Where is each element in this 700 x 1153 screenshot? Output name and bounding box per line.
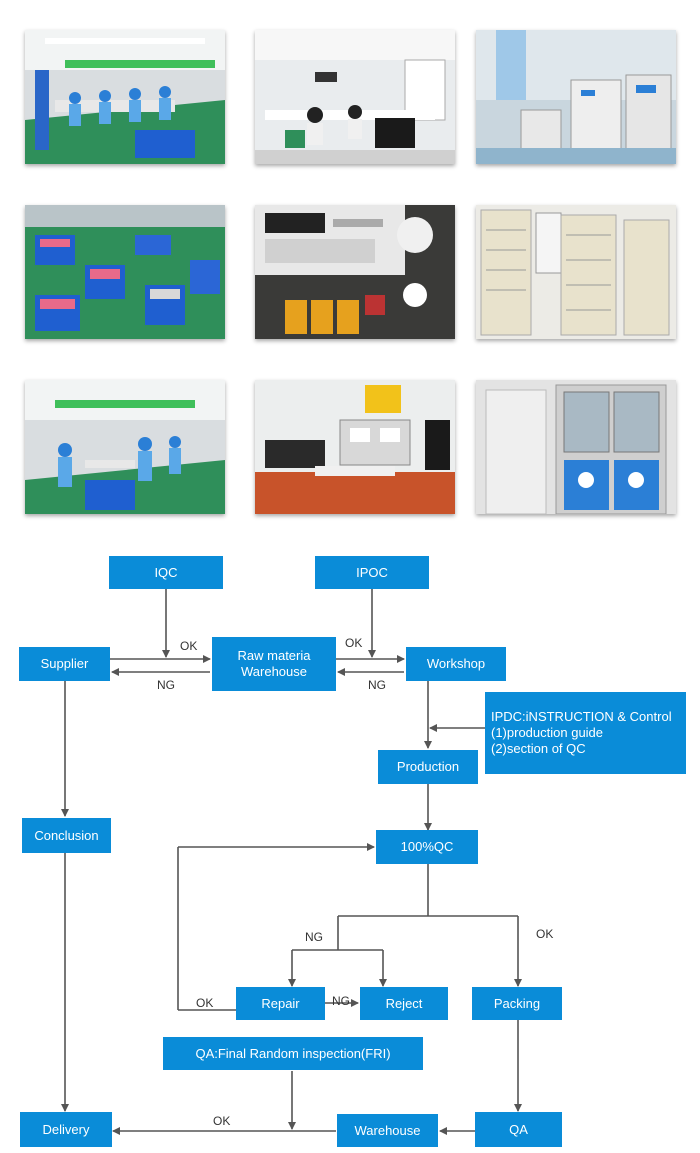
flow-connectors [61, 589, 522, 1135]
iqc-box: IQC [109, 556, 223, 589]
supplier-box: Supplier [19, 647, 110, 681]
qc100-box: 100%QC [376, 830, 478, 864]
quality-flowchart: IQC IPOC Supplier Raw materia Warehouse … [0, 540, 700, 1153]
packing-box: Packing [472, 987, 562, 1020]
photo-aging-racks [476, 205, 676, 339]
ok-label-repair: OK [196, 996, 214, 1010]
production-box: Production [378, 750, 478, 784]
raw-material-line1: Raw materia [237, 648, 311, 663]
qa-box: QA [475, 1112, 562, 1147]
photo-air-shower [476, 380, 676, 514]
ok-label-workshop: OK [345, 636, 363, 650]
reject-box: Reject [360, 987, 448, 1020]
workshop-box: Workshop [406, 647, 506, 681]
photo-lab-bench [255, 380, 455, 514]
conclusion-box: Conclusion [22, 818, 111, 853]
ng-label-workshop: NG [368, 678, 386, 692]
ipdc-box: IPDC:iNSTRUCTION & Control (1)production… [485, 692, 686, 774]
qa-fri-box: QA:Final Random inspection(FRI) [163, 1037, 423, 1070]
photo-battery-tester [255, 205, 455, 339]
ipoc-box: IPOC [315, 556, 429, 589]
photo-test-chambers [476, 30, 676, 164]
raw-material-line2: Warehouse [241, 664, 307, 679]
photo-blue-crates [25, 205, 225, 339]
ok-label-packing: OK [536, 927, 554, 941]
raw-material-warehouse-box: Raw materia Warehouse [212, 637, 336, 691]
photo-assembly-line [25, 30, 225, 164]
ok-label-delivery: OK [213, 1114, 231, 1128]
repair-box: Repair [236, 987, 325, 1020]
ng-label-qc: NG [305, 930, 323, 944]
photo-office-workstations [255, 30, 455, 164]
delivery-box: Delivery [20, 1112, 112, 1147]
warehouse-box: Warehouse [337, 1114, 438, 1147]
ok-label-supplier: OK [180, 639, 198, 653]
ipdc-line1: IPDC:iNSTRUCTION & Control [491, 709, 672, 724]
photo-production-workers [25, 380, 225, 514]
ipdc-line3: (2)section of QC [491, 741, 586, 756]
ng-label-repair: NG [332, 994, 350, 1008]
ipdc-line2: (1)production guide [491, 725, 604, 740]
ng-label-supplier: NG [157, 678, 175, 692]
